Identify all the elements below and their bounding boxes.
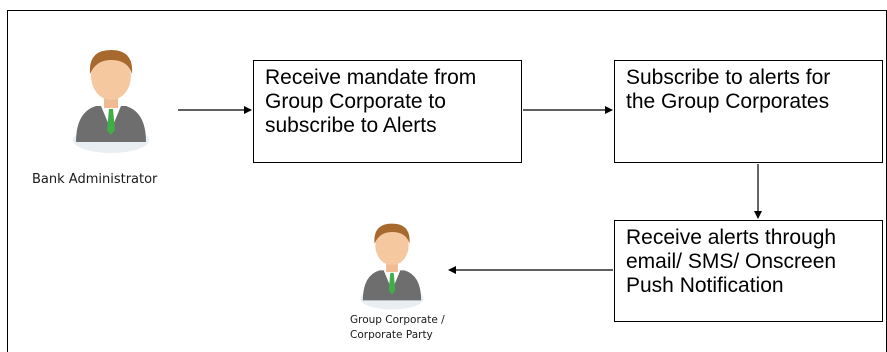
step-text-line: Receive alerts through — [626, 226, 837, 249]
step-text-line: Group Corporate to — [265, 90, 446, 113]
group-corporate-label-line1: Group Corporate / — [350, 314, 445, 326]
person-avatar-icon — [360, 223, 424, 310]
group-corporate-actor: Group Corporate / Corporate Party — [330, 208, 470, 352]
step-text-line: Subscribe to alerts for — [626, 66, 831, 89]
step-text-line: the Group Corporates — [626, 90, 830, 113]
step-receive-alerts-box: Receive alerts through email/ SMS/ Onscr… — [614, 220, 883, 322]
bank-administrator-actor: Bank Administrator — [22, 30, 172, 200]
step-subscribe-alerts-box: Subscribe to alerts for the Group Corpor… — [614, 60, 883, 163]
step-text-line: Receive mandate from — [265, 66, 477, 89]
group-corporate-label-line2: Corporate Party — [350, 329, 433, 341]
person-avatar-icon — [73, 50, 149, 153]
bank-administrator-label: Bank Administrator — [32, 172, 158, 187]
step-text-line: Push Notification — [626, 274, 784, 297]
step-receive-mandate-box: Receive mandate from Group Corporate to … — [253, 60, 522, 163]
step-text-line: email/ SMS/ Onscreen — [626, 250, 837, 273]
step-text-line: subscribe to Alerts — [265, 114, 437, 137]
